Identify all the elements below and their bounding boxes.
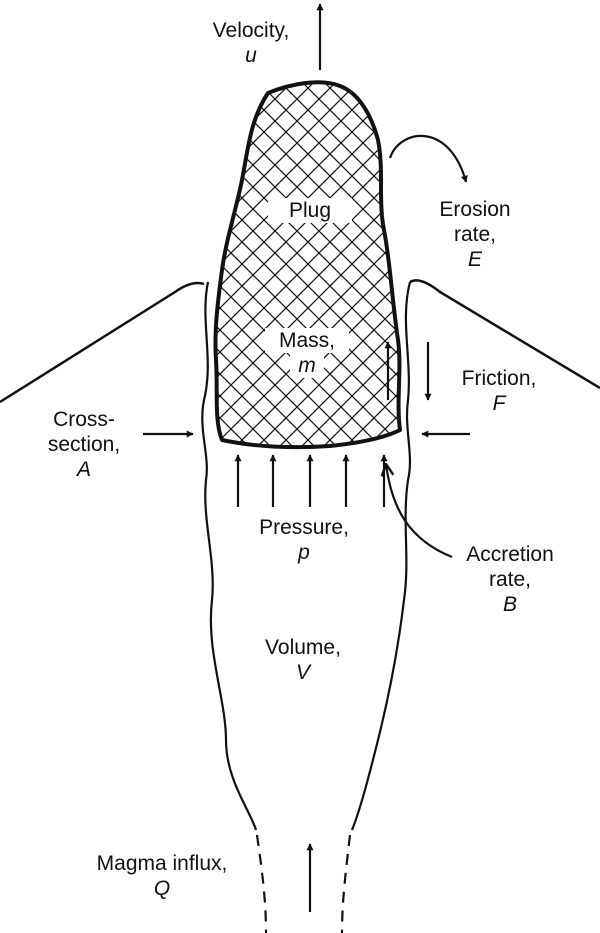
mass-symbol: m <box>290 353 324 378</box>
pressure-symbol: p <box>298 541 310 564</box>
cross-section-text-line1: Cross- <box>53 408 115 431</box>
volume-text: Volume, <box>265 636 341 659</box>
left-conduit-dashed <box>255 834 268 933</box>
mass-text: Mass, <box>265 328 349 353</box>
left-volcano-flank <box>0 281 205 404</box>
plug-label: Plug <box>268 198 352 223</box>
cross-section-label: Cross- section, A <box>38 407 130 482</box>
right-conduit-dashed <box>340 834 352 933</box>
magma-influx-text: Magma influx, <box>96 852 228 875</box>
erosion-text-line1: Erosion <box>439 198 511 221</box>
pressure-label: Pressure, p <box>242 515 366 565</box>
plug-text: Plug <box>268 198 352 223</box>
right-conduit-wall <box>350 281 412 831</box>
right-volcano-flank <box>409 279 600 390</box>
erosion-arrow <box>388 134 468 183</box>
accretion-text-line2: rate, <box>488 568 532 591</box>
cross-section-text-line2: section, <box>47 433 121 456</box>
accretion-symbol: B <box>502 593 517 616</box>
erosion-label: Erosion rate, E <box>420 197 530 272</box>
accretion-label: Accretion rate, B <box>448 542 572 617</box>
plug-body <box>213 80 402 450</box>
velocity-symbol: u <box>245 44 257 67</box>
friction-label: Friction, F <box>444 366 554 416</box>
pressure-text: Pressure, <box>259 516 349 539</box>
velocity-text: Velocity, <box>212 19 290 42</box>
cross-section-symbol: A <box>76 458 91 481</box>
magma-influx-label: Magma influx, Q <box>82 851 242 901</box>
left-conduit-wall <box>201 281 258 831</box>
mass-label: Mass, m <box>265 328 349 378</box>
magma-influx-symbol: Q <box>153 877 171 900</box>
erosion-symbol: E <box>467 248 482 271</box>
friction-text: Friction, <box>461 367 537 390</box>
accretion-arrow <box>386 464 453 559</box>
volume-symbol: V <box>295 661 310 684</box>
volume-label: Volume, V <box>248 635 358 685</box>
velocity-label: Velocity, u <box>196 18 306 68</box>
friction-symbol: F <box>492 392 506 415</box>
erosion-text-line2: rate, <box>453 223 497 246</box>
accretion-text-line1: Accretion <box>466 543 554 566</box>
